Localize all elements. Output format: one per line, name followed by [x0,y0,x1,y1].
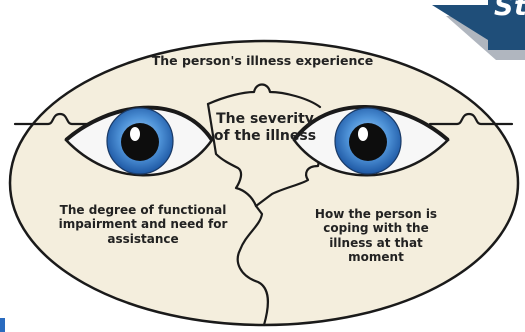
right-eye-glint [358,127,368,141]
banner-text: St [494,0,525,22]
left-label-line: assistance [32,232,254,246]
center-label-line: The severity [200,111,330,128]
right-eye-pupil [349,123,387,161]
top-piece-label: The person's illness experience [120,53,405,68]
center-label-line: of the illness [200,128,330,145]
right-label-line: How the person is [296,207,456,221]
right-label-line: moment [296,250,456,264]
right-label-line: coping with the [296,221,456,235]
right-label-line: illness at that [296,236,456,250]
left-eye-glint [130,127,140,141]
right-piece-label: How the person is coping with the illnes… [296,207,456,265]
center-piece-label: The severity of the illness [200,111,330,145]
left-label-line: The degree of functional [32,203,254,217]
puzzle-oval [10,41,518,325]
corner-accent [0,318,5,332]
left-piece-label: The degree of functional impairment and … [32,203,254,246]
left-eye-pupil [121,123,159,161]
left-label-line: impairment and need for [32,217,254,231]
